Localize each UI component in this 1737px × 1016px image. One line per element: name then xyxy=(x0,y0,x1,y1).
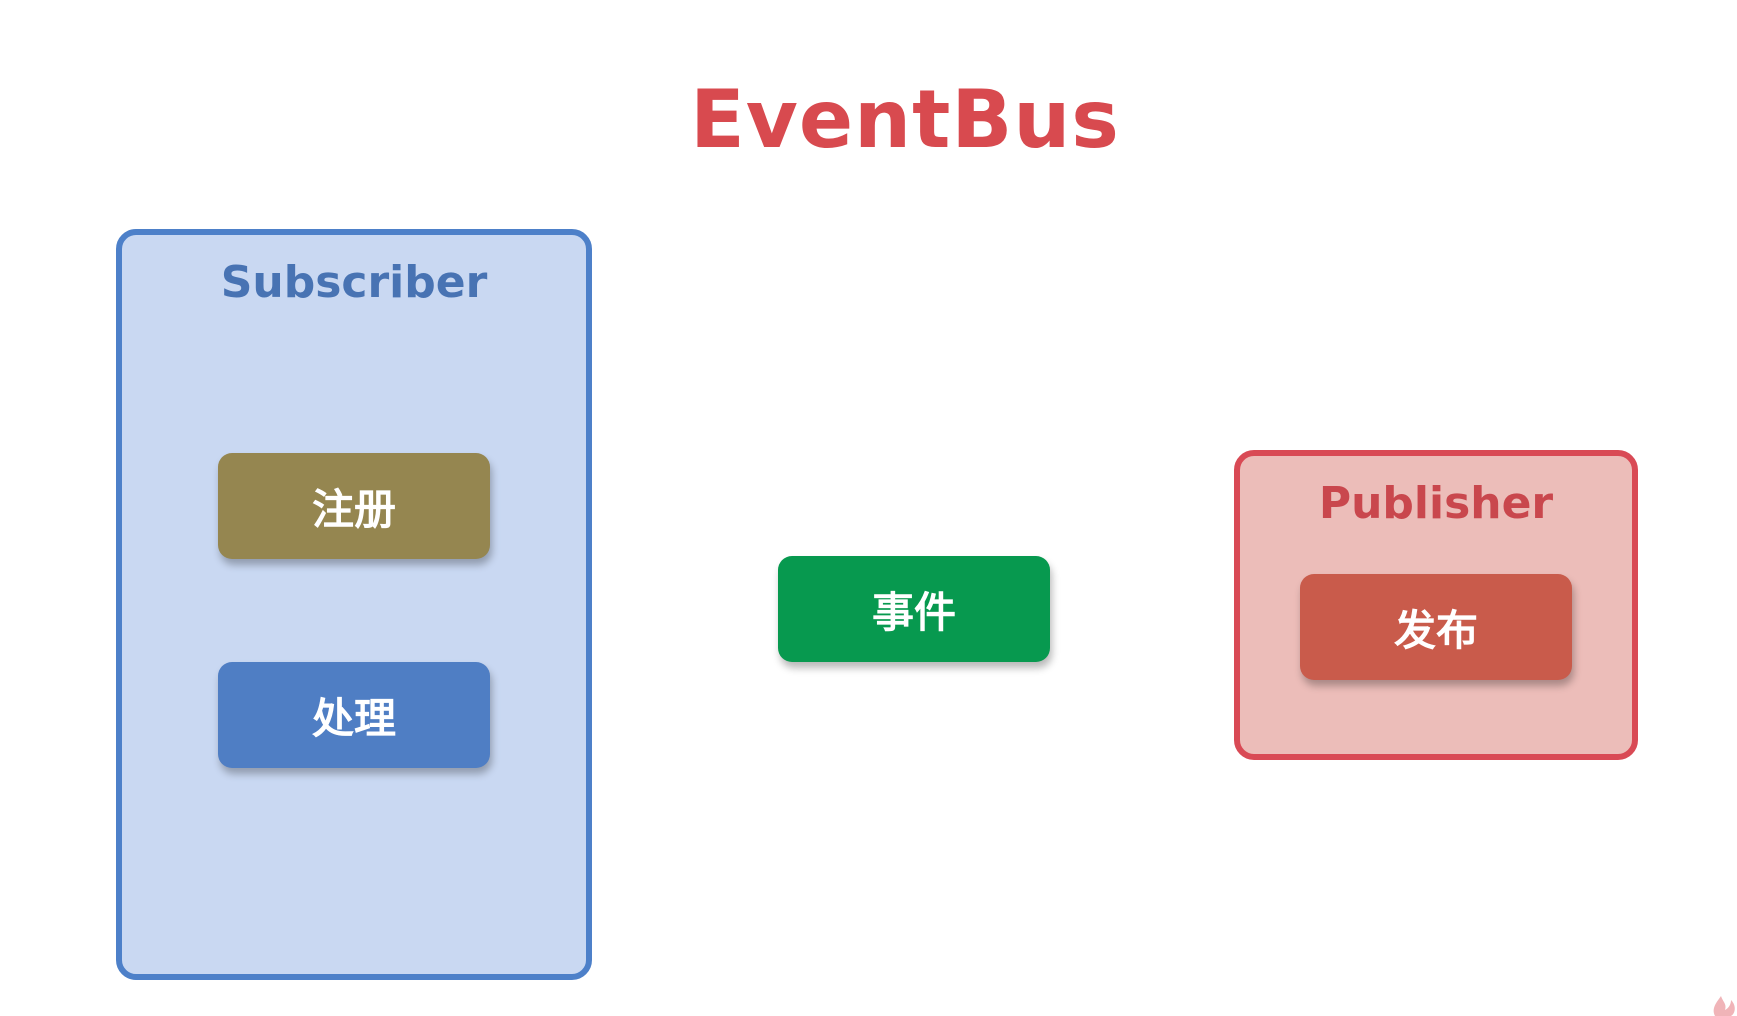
publish-block: 发布 xyxy=(1300,574,1572,680)
publish-label: 发布 xyxy=(1393,605,1478,655)
register-block: 注册 xyxy=(218,453,490,559)
handle-block: 处理 xyxy=(218,662,490,768)
subscriber-title: Subscriber xyxy=(220,257,488,308)
handle-label: 处理 xyxy=(311,693,396,743)
diagram-title: EventBus xyxy=(690,73,1120,166)
publisher-title: Publisher xyxy=(1318,478,1554,529)
event-label: 事件 xyxy=(871,587,956,637)
register-label: 注册 xyxy=(311,484,396,534)
subscriber-box: Subscriber xyxy=(116,229,592,980)
watermark-icon xyxy=(1709,982,1737,1016)
event-block: 事件 xyxy=(778,556,1050,662)
